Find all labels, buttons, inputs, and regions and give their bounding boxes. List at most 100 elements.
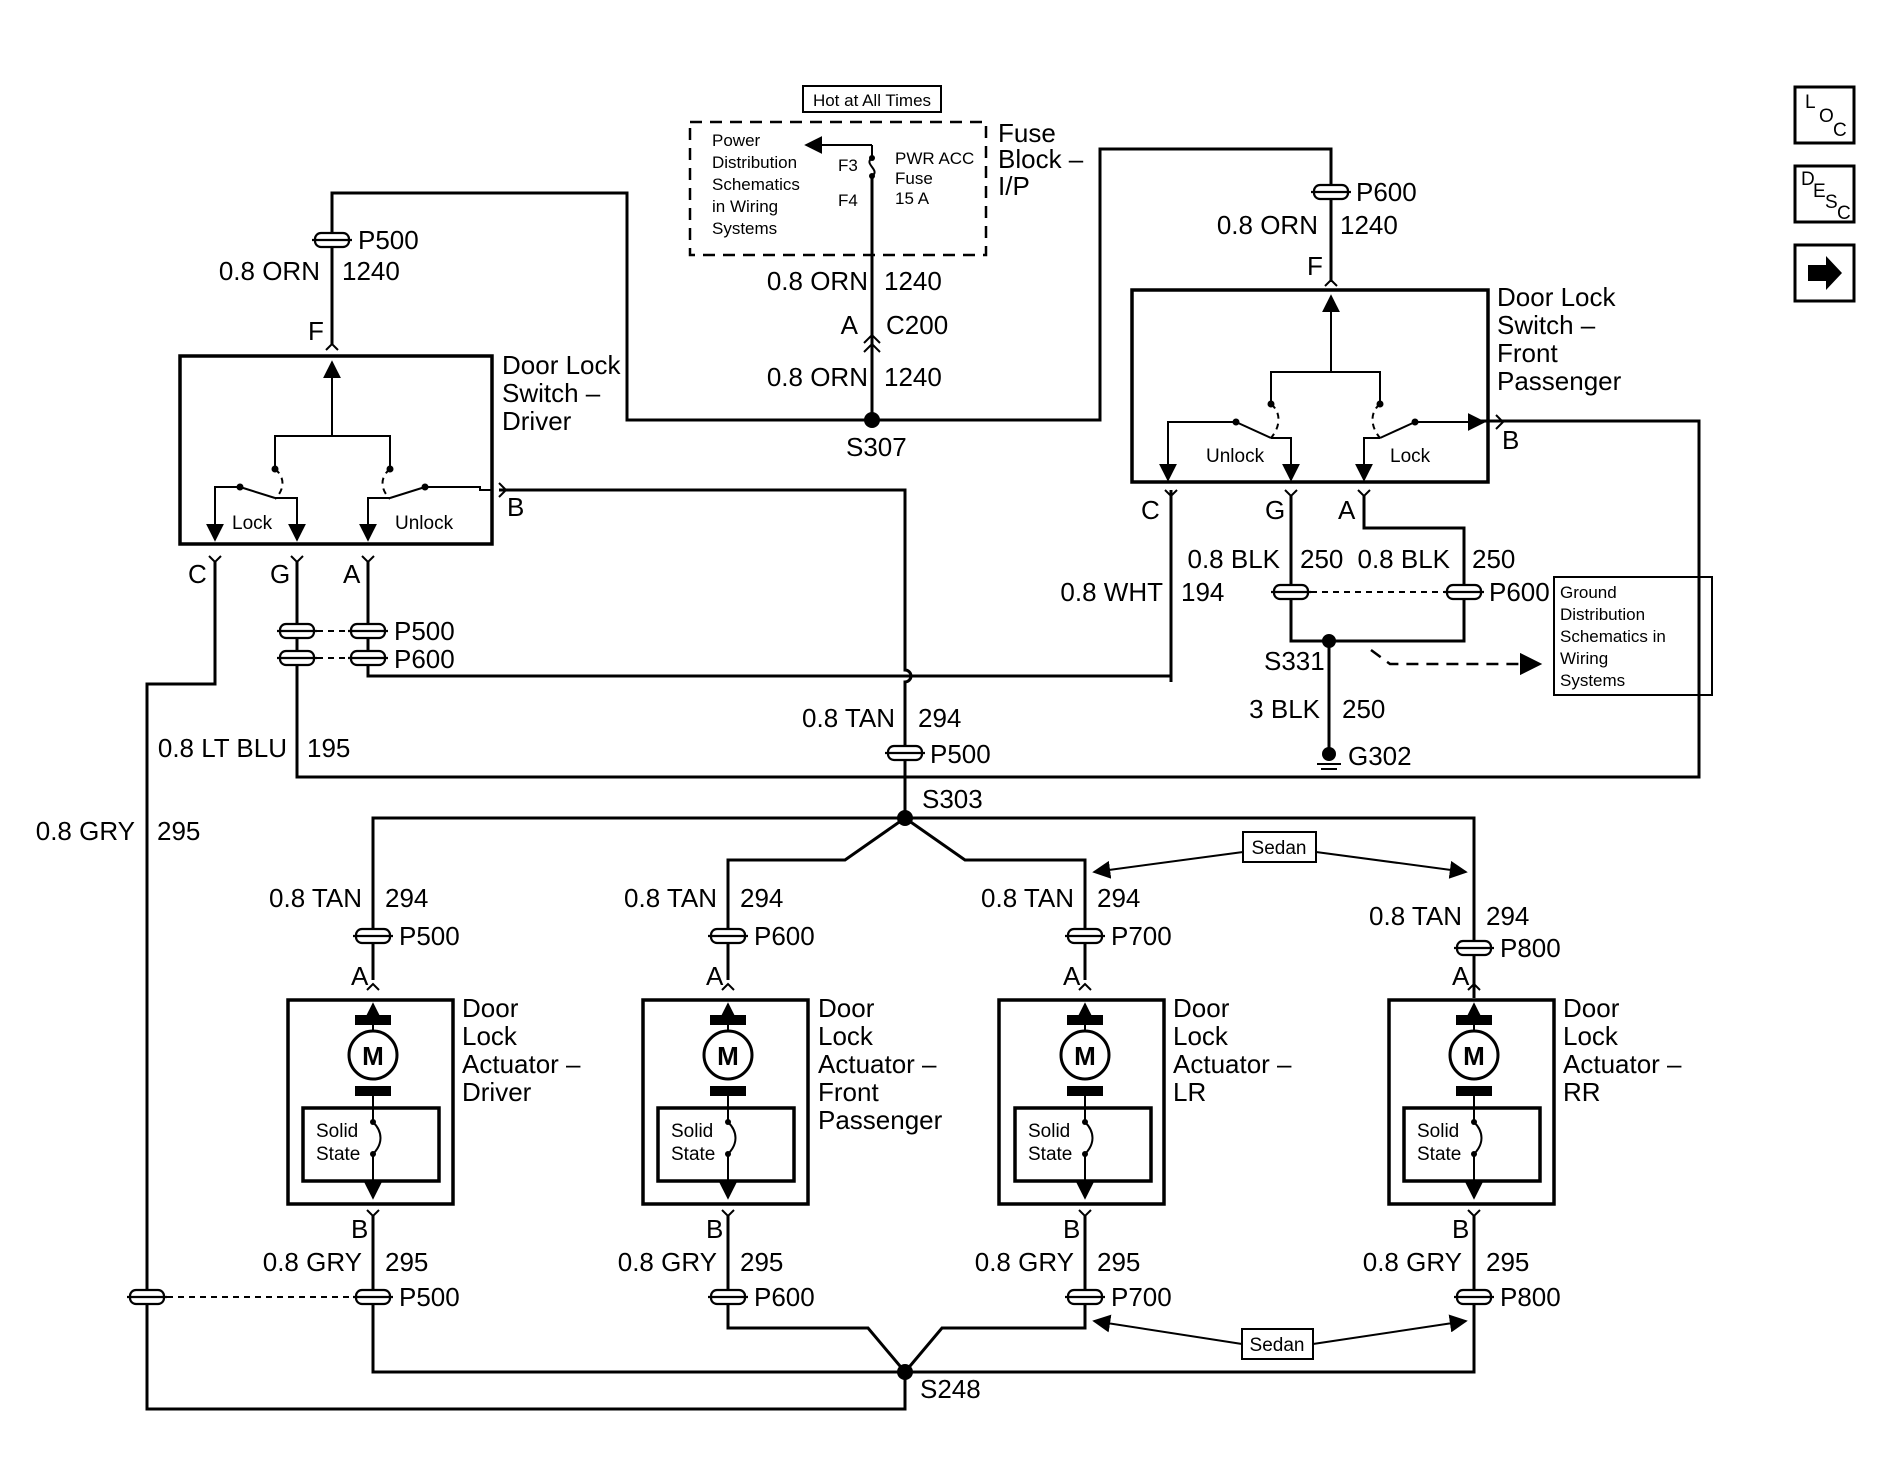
lock-label: Lock bbox=[232, 513, 273, 534]
p500-label: P500 bbox=[394, 616, 455, 646]
wire-color-label: 0.8 GRY bbox=[36, 816, 135, 846]
location-icon: L O C bbox=[1805, 92, 1847, 141]
wire-color-label: 0.8 ORN bbox=[767, 266, 868, 296]
pin-b-label: B bbox=[1452, 1214, 1469, 1244]
circuit-number-label: 1240 bbox=[342, 256, 400, 286]
connector-p600 bbox=[1309, 183, 1353, 201]
connector-p800 bbox=[1452, 939, 1496, 957]
next-page-button[interactable] bbox=[1793, 243, 1856, 303]
c200-label: C200 bbox=[886, 310, 948, 340]
wire-295-driver-c bbox=[145, 562, 907, 1411]
description-icon: D E S C bbox=[1801, 169, 1851, 224]
s331-label: S331 bbox=[1264, 646, 1325, 676]
circuit-number-label: 195 bbox=[307, 733, 350, 763]
pin-g-label: G bbox=[1265, 495, 1285, 525]
hot-at-all-times-box bbox=[802, 85, 942, 113]
lock-label: Lock bbox=[1390, 446, 1431, 467]
pin-c-label: C bbox=[1141, 495, 1160, 525]
connector-p800 bbox=[1452, 1288, 1496, 1306]
svg-text:O: O bbox=[1819, 106, 1834, 127]
circuit-number-label: 294 bbox=[385, 883, 428, 913]
svg-text:C: C bbox=[1833, 120, 1847, 141]
power-distribution-note: Power Distribution Schematics in Wiring … bbox=[712, 131, 805, 238]
svg-text:E: E bbox=[1813, 181, 1826, 202]
sedan-label: Sedan bbox=[1252, 838, 1307, 859]
circuit-number-label: 295 bbox=[740, 1247, 783, 1277]
wire-color-label: 0.8 ORN bbox=[767, 362, 868, 392]
p800-label: P800 bbox=[1500, 933, 1561, 963]
pin-b-label: B bbox=[706, 1214, 723, 1244]
circuit-number-label: 295 bbox=[1486, 1247, 1529, 1277]
s303-label: S303 bbox=[922, 784, 983, 814]
pin-b-label: B bbox=[1063, 1214, 1080, 1244]
connector-p600 bbox=[706, 1288, 750, 1306]
driver-switch-title: Door Lock Switch – Driver bbox=[502, 350, 628, 436]
pin-a-label: A bbox=[351, 961, 369, 991]
connector-p500 bbox=[275, 622, 319, 640]
wire-color-label: 0.8 GRY bbox=[618, 1247, 717, 1277]
connector-p700 bbox=[1063, 1288, 1107, 1306]
actuator-title: Door Lock Actuator – LR bbox=[1173, 993, 1299, 1107]
circuit-number-label: 294 bbox=[918, 703, 961, 733]
p700-label: P700 bbox=[1111, 921, 1172, 951]
pin-c-label: C bbox=[188, 559, 207, 589]
circuit-number-label: 294 bbox=[740, 883, 783, 913]
connector-p500 bbox=[883, 744, 927, 762]
wire-194-driver-a bbox=[366, 490, 1173, 682]
description-button[interactable]: D E S C bbox=[1793, 164, 1856, 224]
unlock-label: Unlock bbox=[395, 513, 454, 534]
sedan-note-bottom: Sedan bbox=[1092, 1314, 1468, 1360]
wire-color-label: 0.8 GRY bbox=[975, 1247, 1074, 1277]
pin-f-label: F bbox=[1307, 251, 1323, 281]
actuator-title: Door Lock Actuator – RR bbox=[1563, 993, 1689, 1107]
wire-color-label: 0.8 BLK bbox=[1357, 544, 1450, 574]
wire-color-label: 0.8 WHT bbox=[1060, 577, 1163, 607]
connector-p500 bbox=[351, 1288, 395, 1306]
wire-color-label: 0.8 LT BLU bbox=[158, 733, 287, 763]
p500-label: P500 bbox=[358, 225, 419, 255]
motor-label: M bbox=[1463, 1041, 1485, 1071]
s307-label: S307 bbox=[846, 432, 907, 462]
sedan-label: Sedan bbox=[1250, 1335, 1305, 1356]
circuit-number-label: 194 bbox=[1181, 577, 1224, 607]
gry-295-return bbox=[371, 1216, 1476, 1375]
pin-a-label: A bbox=[343, 559, 361, 589]
connector-p600 bbox=[1442, 583, 1486, 601]
p600-label: P600 bbox=[394, 644, 455, 674]
f4-label: F4 bbox=[838, 191, 858, 210]
circuit-number-label: 294 bbox=[1097, 883, 1140, 913]
circuit-number-label: 1240 bbox=[884, 266, 942, 296]
wire-color-label: 0.8 GRY bbox=[263, 1247, 362, 1277]
splice-s248 bbox=[897, 1364, 913, 1380]
passenger-switch-title: Door Lock Switch – Front Passenger bbox=[1497, 282, 1623, 396]
pin-g-label: G bbox=[270, 559, 290, 589]
p600-label: P600 bbox=[1489, 577, 1550, 607]
circuit-number-label: 295 bbox=[385, 1247, 428, 1277]
motor-label: M bbox=[1074, 1041, 1096, 1071]
arrow-right-icon bbox=[1808, 256, 1842, 290]
circuit-number-label: 1240 bbox=[884, 362, 942, 392]
p600-label: P600 bbox=[754, 921, 815, 951]
pin-a-label: A bbox=[1338, 495, 1356, 525]
wire-color-label: 3 BLK bbox=[1249, 694, 1320, 724]
svg-text:S: S bbox=[1825, 192, 1838, 213]
pin-b-label: B bbox=[1502, 425, 1519, 455]
sedan-note-top: Sedan bbox=[1092, 831, 1468, 879]
location-button[interactable]: L O C bbox=[1793, 85, 1856, 145]
c200-connector bbox=[863, 333, 881, 353]
circuit-number-label: 294 bbox=[1486, 901, 1529, 931]
wire-color-label: 0.8 BLK bbox=[1187, 544, 1280, 574]
s248-label: S248 bbox=[920, 1374, 981, 1404]
circuit-number-label: 295 bbox=[1097, 1247, 1140, 1277]
g302-label: G302 bbox=[1348, 741, 1412, 771]
wire-color-label: 0.8 ORN bbox=[219, 256, 320, 286]
pin-f-label: F bbox=[308, 316, 324, 346]
actuator-title: Door Lock Actuator – Driver bbox=[462, 993, 588, 1107]
unlock-label: Unlock bbox=[1206, 446, 1265, 467]
p800-label: P800 bbox=[1500, 1282, 1561, 1312]
connector-p600 bbox=[346, 649, 390, 667]
